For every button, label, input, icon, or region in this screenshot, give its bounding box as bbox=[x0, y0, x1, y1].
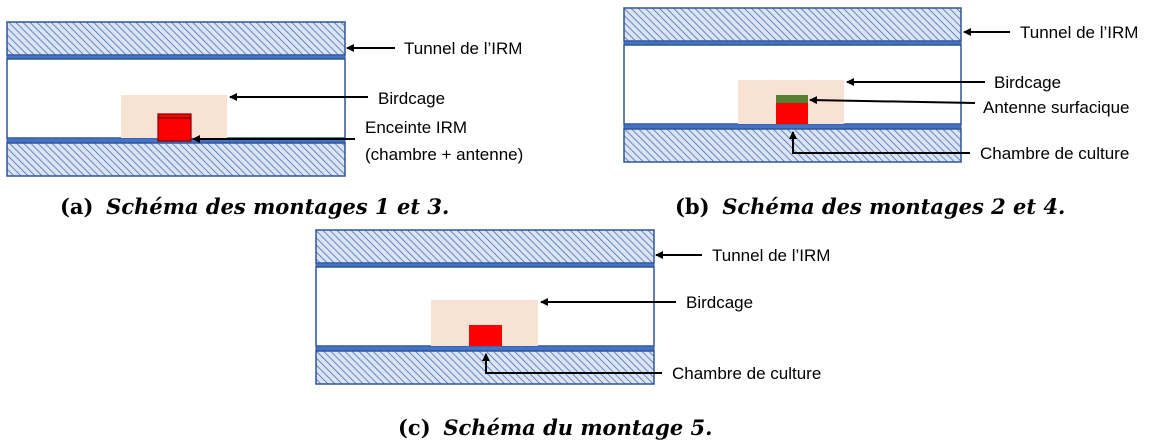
arrow-antenna bbox=[809, 96, 976, 105]
tunnel-top-wall bbox=[623, 7, 962, 42]
tunnel-bottom-wall bbox=[6, 142, 346, 177]
caption-a: (a) Schéma des montages 1 et 3. bbox=[60, 194, 449, 219]
caption-b: (b) Schéma des montages 2 et 4. bbox=[675, 194, 1065, 219]
label-tunnel: Tunnel de l’IRM bbox=[1020, 23, 1138, 42]
label-chamber: Chambre de culture bbox=[672, 364, 821, 383]
tunnel-top-wall bbox=[315, 229, 655, 264]
arrow-chamber bbox=[789, 131, 970, 154]
panel-c: Tunnel de l’IRM Birdcage Chambre de cult… bbox=[315, 229, 830, 440]
culture-chamber bbox=[469, 325, 502, 346]
label-enclosure: Enceinte IRM bbox=[365, 118, 467, 137]
label-antenna: Antenne surfacique bbox=[983, 98, 1130, 117]
label-birdcage: Birdcage bbox=[994, 73, 1061, 92]
arrow-chamber bbox=[482, 353, 662, 374]
label-birdcage: Birdcage bbox=[378, 89, 445, 108]
culture-chamber bbox=[776, 103, 808, 124]
panel-a: Tunnel de l’IRM Birdcage Enceinte IRM (c… bbox=[6, 21, 523, 219]
label-chamber: Chambre de culture bbox=[980, 144, 1129, 163]
tunnel-top-wall bbox=[6, 21, 346, 56]
panel-b: Tunnel de l’IRM Birdcage Antenne surfaci… bbox=[623, 7, 1138, 219]
label-birdcage: Birdcage bbox=[686, 293, 753, 312]
surface-antenna bbox=[776, 95, 808, 103]
label-tunnel: Tunnel de l’IRM bbox=[712, 246, 830, 265]
label-tunnel: Tunnel de l’IRM bbox=[404, 39, 522, 58]
caption-c: (c) Schéma du montage 5. bbox=[398, 415, 712, 440]
label-enclosure-detail: (chambre + antenne) bbox=[365, 145, 523, 164]
